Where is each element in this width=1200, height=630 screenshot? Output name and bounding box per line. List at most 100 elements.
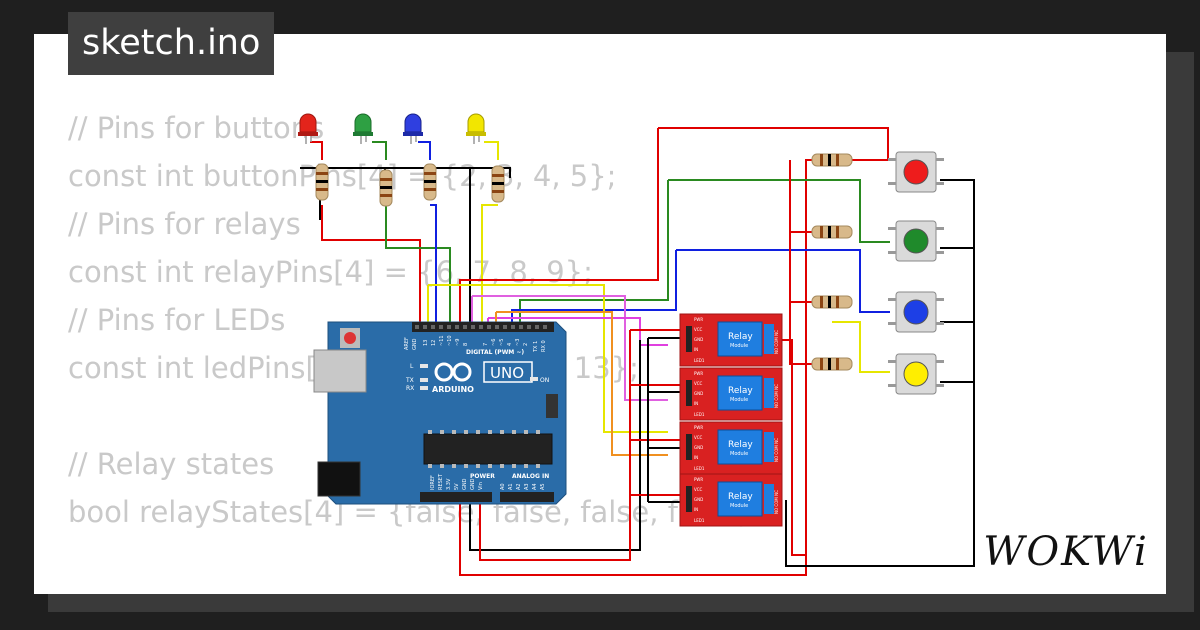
usb-port xyxy=(313,349,367,393)
svg-text:NO COM NC: NO COM NC xyxy=(774,330,779,354)
resistor xyxy=(315,163,329,201)
pin-label: 8 xyxy=(463,343,469,346)
led-yellow[interactable] xyxy=(466,113,486,144)
led-green[interactable] xyxy=(353,113,373,144)
arduino-brand: ARDUINO xyxy=(432,385,474,394)
uno-badge xyxy=(483,361,533,383)
power-header xyxy=(420,492,492,502)
pin-label: 4 xyxy=(507,343,513,346)
led-body xyxy=(299,113,317,133)
button-cap xyxy=(903,228,929,254)
code-line: const int buttonPins[4] = {2, 3, 4, 5}; xyxy=(68,159,617,193)
wire-red xyxy=(789,160,812,365)
wire-green xyxy=(519,180,669,330)
resistor xyxy=(811,153,853,167)
terminal-block xyxy=(764,484,774,514)
svg-text:IN: IN xyxy=(694,507,698,512)
arduino-uno[interactable]: AREF GND 13 12 ~11 ~10 ~9 8 7 ~6 ~5 4 ~3… xyxy=(313,321,567,505)
pin-label-gnd: GND xyxy=(412,338,418,350)
code-line: void updateLEDs() { xyxy=(68,584,765,594)
svg-text:Module: Module xyxy=(730,397,748,403)
relay-module[interactable]: Relay Module NO COM NC PWR VCC GND IN LE… xyxy=(679,473,783,527)
pin-label: RESET xyxy=(438,473,444,490)
resistor xyxy=(811,295,853,309)
pin-label: A2 xyxy=(516,483,522,490)
led-red[interactable] xyxy=(298,113,318,144)
button-cap xyxy=(903,159,929,185)
svg-text:PWR: PWR xyxy=(694,477,703,482)
relay-module[interactable]: Relay Module NO COM NC PWR VCC GND IN LE… xyxy=(679,421,783,475)
led-rx-label: RX xyxy=(406,385,414,392)
svg-text:IN: IN xyxy=(694,455,698,460)
led-body xyxy=(404,113,422,133)
pin-label: ~6 xyxy=(491,339,497,346)
svg-text:NO COM NC: NO COM NC xyxy=(774,490,779,514)
svg-text:Relay: Relay xyxy=(728,440,753,450)
led-body xyxy=(354,113,372,133)
wire-red xyxy=(782,339,806,556)
wire-blue xyxy=(511,250,677,330)
header-pins xyxy=(415,325,547,329)
wire-green xyxy=(668,179,890,243)
svg-text:IN: IN xyxy=(694,401,698,406)
pin-label: ~11 xyxy=(439,335,445,346)
pin-label: ~5 xyxy=(499,339,505,346)
svg-text:Module: Module xyxy=(730,343,748,349)
led-base xyxy=(466,132,486,136)
relay-module[interactable]: Relay Module NO COM NC PWR VCC GND IN LE… xyxy=(679,313,783,367)
svg-text:Relay: Relay xyxy=(728,492,753,502)
pushbutton-green[interactable] xyxy=(888,220,944,262)
wire-black xyxy=(785,179,975,567)
arduino-logo-icon xyxy=(434,362,472,382)
pushbutton-red[interactable] xyxy=(888,151,944,193)
code-line: // Relay states xyxy=(68,447,275,481)
terminal-block xyxy=(764,324,774,354)
pin-label: A3 xyxy=(524,483,530,490)
pin-label: 13 xyxy=(423,340,429,346)
pushbutton-yellow[interactable] xyxy=(888,353,944,395)
svg-text:Module: Module xyxy=(730,503,748,509)
uno-label: UNO xyxy=(490,364,524,382)
pin-label: TX 1 xyxy=(533,341,539,353)
pushbutton-blue[interactable] xyxy=(888,291,944,333)
led-blue[interactable] xyxy=(403,113,423,144)
wokwi-logo: WOKWi xyxy=(976,522,1156,582)
on-label: ON xyxy=(540,377,549,384)
svg-text:VCC: VCC xyxy=(694,327,703,332)
pin-label: A4 xyxy=(532,483,538,490)
resistor xyxy=(811,357,853,371)
button-cap xyxy=(903,299,929,325)
pin-label: Vin xyxy=(478,482,484,490)
pin-label: RX 0 xyxy=(541,340,547,352)
wire-red xyxy=(630,329,680,496)
pin-label: ~9 xyxy=(455,339,461,346)
code-line: // Pins for relays xyxy=(68,207,301,241)
resistor xyxy=(423,163,437,201)
wire-blue xyxy=(418,141,437,330)
svg-text:PWR: PWR xyxy=(694,425,703,430)
pin-label: 5V xyxy=(454,483,460,490)
svg-text:LED1: LED1 xyxy=(694,466,705,471)
relay-module[interactable]: Relay Module NO COM NC PWR VCC GND IN LE… xyxy=(679,367,783,421)
code-line: const int relayPins[4] = {6, 7, 8, 9}; xyxy=(68,255,593,289)
led-tx-label: TX xyxy=(405,377,414,384)
svg-text:GND: GND xyxy=(694,497,703,502)
wire-black xyxy=(940,247,974,383)
pin-label: ~10 xyxy=(447,335,453,346)
digital-label: DIGITAL (PWM ~) xyxy=(466,349,524,356)
analog-label: ANALOG IN xyxy=(512,473,549,480)
svg-text:IN: IN xyxy=(694,347,698,352)
led-base xyxy=(353,132,373,136)
svg-text:GND: GND xyxy=(694,337,703,342)
pin-label-aref: AREF xyxy=(404,337,410,350)
relay-block xyxy=(717,321,763,357)
svg-text:PWR: PWR xyxy=(694,371,703,376)
wire-yellow xyxy=(832,321,890,373)
svg-text:GND: GND xyxy=(694,391,703,396)
pin-label: A1 xyxy=(508,483,514,490)
relay-block xyxy=(717,429,763,465)
button-cap xyxy=(903,361,929,387)
pin-label: IOREF xyxy=(430,475,436,490)
pin-label: A0 xyxy=(500,483,506,490)
code-line: // Pins for LEDs xyxy=(68,303,286,337)
